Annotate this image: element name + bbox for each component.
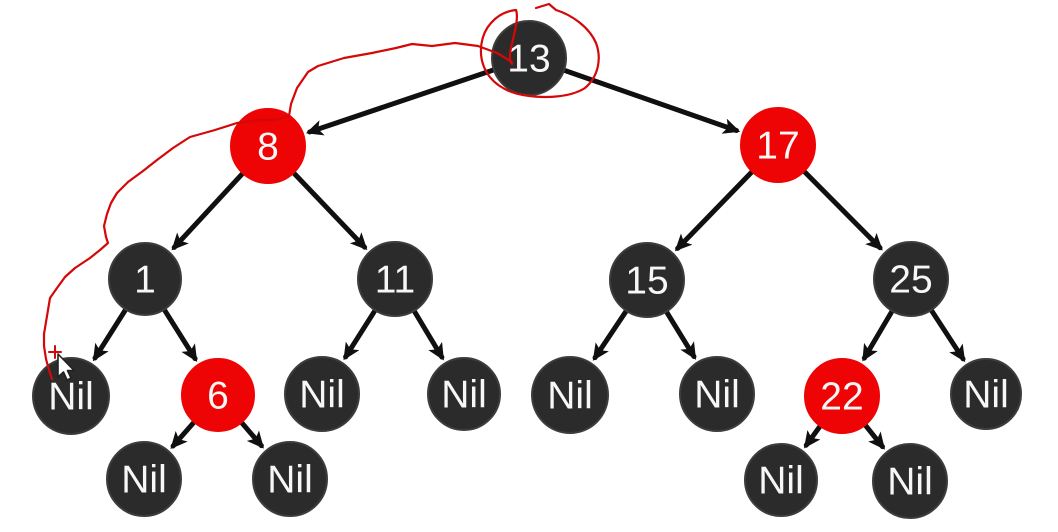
node-circle-11: [357, 241, 433, 317]
node-circle-22: [804, 358, 880, 434]
edge-22-nil-i: [803, 424, 823, 449]
node-circle-nil-e: [679, 356, 755, 432]
edge-1-6: [162, 307, 198, 362]
tree-node-25: 25: [873, 241, 949, 317]
edge-8-11: [291, 170, 368, 251]
node-circle-nil-h: [252, 441, 328, 517]
node-circle-nil-d: [531, 356, 609, 434]
edge-6-nil-h: [239, 420, 264, 449]
node-circle-nil-j: [872, 443, 948, 519]
tree-node-nil-c: Nil: [427, 357, 501, 431]
node-circle-15: [609, 242, 685, 318]
tree-node-1: 1: [108, 242, 182, 316]
edge-6-nil-g: [170, 420, 197, 449]
tree-node-nil-e: Nil: [679, 356, 755, 432]
tree-node-22: 22: [804, 358, 880, 434]
tree-node-nil-i: Nil: [744, 443, 818, 517]
tree-node-6: 6: [181, 358, 255, 432]
tree-node-nil-f: Nil: [950, 358, 1022, 430]
tree-node-nil-h: Nil: [252, 441, 328, 517]
edge-11-nil-c: [412, 309, 445, 361]
node-circle-nil-g: [106, 441, 182, 517]
edge-25-22: [861, 309, 895, 362]
edge-13-8: [305, 67, 496, 136]
tree-node-nil-b: Nil: [284, 356, 360, 432]
edge-17-15: [674, 169, 755, 252]
edge-1-nil-a: [92, 307, 128, 362]
mouse-cursor-icon: [57, 353, 75, 381]
edge-15-nil-e: [664, 309, 697, 360]
annotation-circle-around-root: [479, 2, 600, 99]
edge-11-nil-b: [343, 308, 378, 361]
node-circle-13: [491, 20, 567, 96]
edge-22-nil-j: [863, 423, 886, 450]
tree-node-15: 15: [609, 242, 685, 318]
tree-node-nil-j: Nil: [872, 443, 948, 519]
annotation-cross-mark: [48, 345, 62, 359]
node-circle-nil-i: [744, 443, 818, 517]
node-circle-nil-f: [950, 358, 1022, 430]
tree-node-17: 17: [740, 107, 816, 183]
hand-drawn-annotation: [42, 2, 600, 381]
node-circle-6: [181, 358, 255, 432]
node-circle-17: [740, 107, 816, 183]
tree-node-11: 11: [357, 241, 433, 317]
tree-node-nil-g: Nil: [106, 441, 182, 517]
tree-node-nil-d: Nil: [531, 356, 609, 434]
edge-8-1: [171, 171, 245, 251]
edge-13-17: [562, 68, 741, 134]
tree-edges: [92, 67, 966, 450]
edge-25-nil-f: [929, 308, 966, 363]
node-circle-nil-c: [427, 357, 501, 431]
edge-17-25: [802, 169, 883, 251]
node-circle-1: [108, 242, 182, 316]
node-circle-8: [230, 108, 306, 184]
edge-15-nil-d: [592, 309, 629, 361]
annotation-squiggle-line: [42, 41, 514, 381]
node-circle-nil-b: [284, 356, 360, 432]
tree-node-13: 13: [491, 20, 567, 96]
node-circle-25: [873, 241, 949, 317]
